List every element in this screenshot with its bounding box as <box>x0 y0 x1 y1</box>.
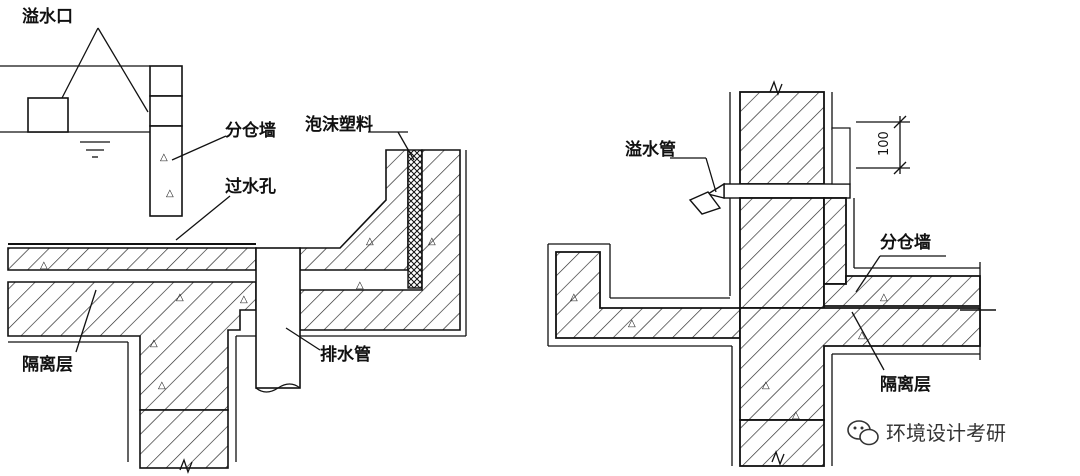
aggregate-mark: △ <box>150 338 158 349</box>
lower-slab <box>7 281 257 411</box>
right-slab-upper <box>823 275 981 307</box>
break-mark <box>771 450 785 466</box>
aggregate-mark: △ <box>880 292 888 303</box>
leader-line <box>705 157 717 193</box>
leader-line <box>285 327 321 351</box>
aggregate-mark: △ <box>570 292 578 303</box>
dimension-value: 100 <box>877 131 892 156</box>
aggregate-mark: △ <box>356 280 364 291</box>
aggregate-mark: △ <box>428 236 436 247</box>
aggregate-mark: △ <box>858 330 866 341</box>
overflow-pipe-label: 溢水管 <box>625 139 676 160</box>
break-mark <box>179 458 193 474</box>
leader-line <box>175 195 231 241</box>
leader-line <box>61 27 99 99</box>
lower-column <box>139 409 229 469</box>
drain-pipe-label: 排水管 <box>320 344 371 365</box>
left-detail: △ △ 溢水口 分仓墙 △ △ △ △ △ △ △ △ <box>0 6 467 474</box>
leader-line <box>97 27 149 113</box>
left-trough <box>555 251 741 339</box>
aggregate-mark: △ <box>792 410 800 421</box>
watermark-text: 环境设计考研 <box>886 421 1006 445</box>
aggregate-mark: △ <box>762 380 770 391</box>
leader-line <box>855 255 881 293</box>
drain-pipe <box>255 247 301 389</box>
overflow-outlet-box <box>27 97 69 133</box>
dimension-box <box>831 127 851 185</box>
aggregate-mark: △ <box>40 260 48 271</box>
partition-block-mid <box>149 95 183 127</box>
foam-plastic-strip <box>407 149 423 289</box>
top-slab-right-sloped <box>299 149 409 271</box>
partition-wall-right <box>823 197 847 285</box>
aggregate-mark: △ <box>166 188 174 199</box>
partition-wall <box>149 125 183 217</box>
drain-pipe-break <box>255 383 301 393</box>
right-detail: 100 △ △ △ △ △ △ 溢水管 <box>547 80 996 467</box>
watermark: 环境设计考研 <box>847 420 1006 446</box>
partition-wall-label: 分仓墙 <box>225 120 276 141</box>
aggregate-mark: △ <box>160 152 168 163</box>
overflow-outlet-label: 溢水口 <box>22 6 73 27</box>
upper-wall <box>739 91 825 185</box>
water-hole-label: 过水孔 <box>225 176 276 197</box>
middle-wall <box>739 197 825 309</box>
overflow-pipe-end <box>688 191 722 215</box>
aggregate-mark: △ <box>366 236 374 247</box>
aggregate-mark: △ <box>628 318 636 329</box>
aggregate-mark: △ <box>158 380 166 391</box>
aggregate-mark: △ <box>240 294 248 305</box>
isolation-layer-label-right: 隔离层 <box>880 374 931 395</box>
leader-line <box>397 131 415 161</box>
wechat-icon <box>847 420 879 446</box>
leader-line <box>171 135 227 161</box>
partition-wall-label-right: 分仓墙 <box>880 232 931 253</box>
isolation-layer-label: 隔离层 <box>22 354 73 375</box>
partition-block-top <box>149 65 183 97</box>
dimension-tick <box>893 161 907 175</box>
leader-line <box>851 311 885 371</box>
main-slab <box>739 307 981 421</box>
dimension-tick <box>893 115 907 129</box>
overflow-pipe <box>723 183 851 199</box>
aggregate-mark: △ <box>176 292 184 303</box>
leader-line <box>75 289 97 353</box>
break-mark <box>769 80 783 96</box>
foam-plastic-label: 泡沫塑料 <box>305 114 373 135</box>
